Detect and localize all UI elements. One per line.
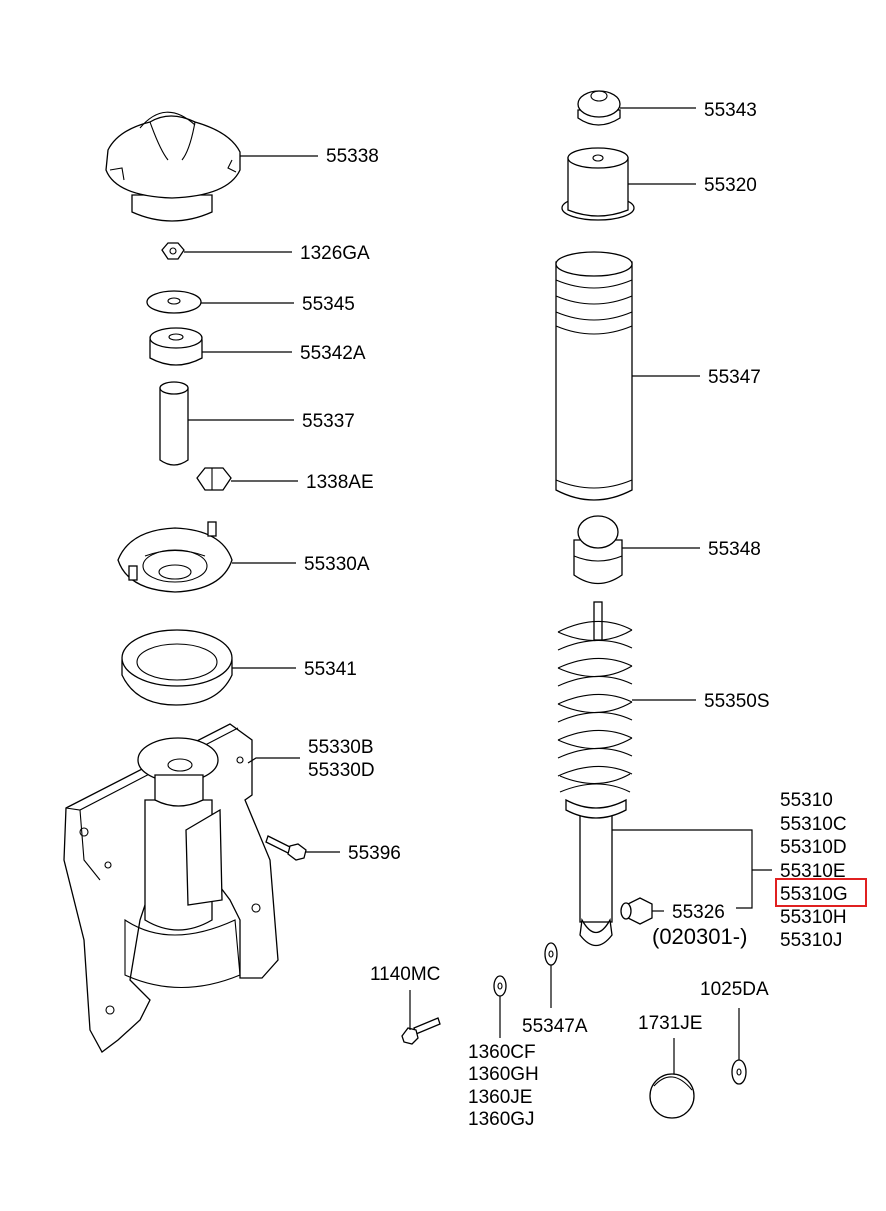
part-55330B-drawing bbox=[63, 723, 279, 1053]
label-55310E[interactable]: 55310E bbox=[780, 861, 846, 882]
part-55350S-drawing bbox=[557, 601, 633, 947]
part-55337-drawing bbox=[159, 381, 189, 466]
leader-55330B bbox=[247, 757, 300, 764]
label-55326-date-range: (020301-) bbox=[652, 924, 747, 949]
label-55310J[interactable]: 55310J bbox=[780, 930, 842, 951]
label-1338AE[interactable]: 1338AE bbox=[306, 472, 374, 493]
label-1025DA[interactable]: 1025DA bbox=[700, 979, 769, 1000]
label-55341[interactable]: 55341 bbox=[304, 659, 357, 680]
label-55330D[interactable]: 55330D bbox=[308, 760, 375, 781]
label-55337[interactable]: 55337 bbox=[302, 411, 355, 432]
part-1140MC-drawing bbox=[401, 1017, 441, 1045]
leader-55310-group bbox=[612, 829, 753, 909]
label-55347A[interactable]: 55347A bbox=[522, 1016, 588, 1037]
part-55343-drawing bbox=[577, 90, 621, 126]
label-55396[interactable]: 55396 bbox=[348, 843, 401, 864]
part-55326-drawing bbox=[620, 897, 653, 925]
label-1140MC[interactable]: 1140MC bbox=[370, 964, 440, 985]
part-55347-drawing bbox=[555, 251, 633, 501]
part-55396-drawing bbox=[265, 835, 307, 861]
part-1338AE-drawing bbox=[196, 467, 232, 491]
highlight-box-55310G bbox=[775, 878, 867, 907]
label-55326[interactable]: 55326 bbox=[672, 902, 725, 923]
label-55343[interactable]: 55343 bbox=[704, 100, 757, 121]
part-1326GA-drawing bbox=[161, 242, 185, 260]
label-1326GA[interactable]: 1326GA bbox=[300, 243, 370, 264]
label-55338[interactable]: 55338 bbox=[326, 146, 379, 167]
label-55330B[interactable]: 55330B bbox=[308, 737, 374, 758]
part-1025DA-drawing bbox=[731, 1059, 747, 1085]
label-1360GH[interactable]: 1360GH bbox=[468, 1064, 539, 1085]
label-55330A[interactable]: 55330A bbox=[304, 554, 370, 575]
label-55320[interactable]: 55320 bbox=[704, 175, 757, 196]
label-1360JE[interactable]: 1360JE bbox=[468, 1087, 532, 1108]
label-55348[interactable]: 55348 bbox=[708, 539, 761, 560]
label-55342A[interactable]: 55342A bbox=[300, 343, 366, 364]
label-55310D[interactable]: 55310D bbox=[780, 837, 847, 858]
part-55320-drawing bbox=[561, 147, 635, 221]
label-55310G[interactable]: 55310G bbox=[780, 884, 848, 905]
label-55347[interactable]: 55347 bbox=[708, 367, 761, 388]
part-1731JE-drawing bbox=[649, 1073, 695, 1119]
label-55345[interactable]: 55345 bbox=[302, 294, 355, 315]
label-55310[interactable]: 55310 bbox=[780, 790, 833, 811]
part-55347A-drawing bbox=[544, 942, 558, 966]
label-1360GJ[interactable]: 1360GJ bbox=[468, 1109, 535, 1130]
part-55330A-drawing bbox=[117, 521, 233, 593]
part-55348-drawing bbox=[573, 515, 623, 585]
label-1360CF[interactable]: 1360CF bbox=[468, 1042, 536, 1063]
label-55310H[interactable]: 55310H bbox=[780, 907, 847, 928]
part-55341-drawing bbox=[121, 629, 233, 706]
part-55338-drawing bbox=[105, 111, 241, 222]
part-1360-drawing bbox=[493, 975, 507, 997]
label-55350S[interactable]: 55350S bbox=[704, 691, 770, 712]
label-55310C[interactable]: 55310C bbox=[780, 814, 847, 835]
label-1731JE[interactable]: 1731JE bbox=[638, 1013, 702, 1034]
part-55345-drawing bbox=[146, 290, 202, 314]
part-55342A-drawing bbox=[149, 327, 203, 366]
